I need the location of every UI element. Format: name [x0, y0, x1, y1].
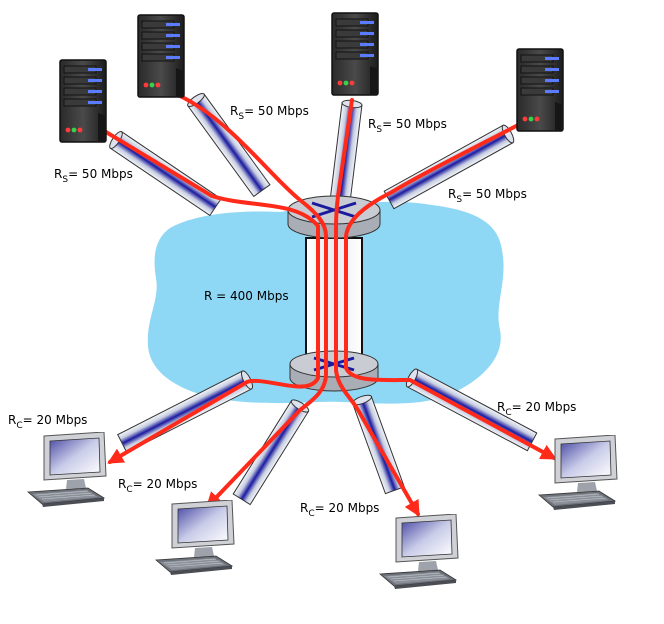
core-link-label: R = 400 Mbps: [204, 289, 289, 303]
client-link-label-1: RC= 20 Mbps: [8, 413, 87, 431]
server-4-icon: [516, 48, 564, 132]
client-pc-3-icon: [379, 514, 459, 590]
server-link-label-4: RS= 50 Mbps: [448, 187, 527, 205]
client-pc-4-icon: [538, 435, 618, 511]
server-link-label-1: RS= 50 Mbps: [54, 167, 133, 185]
server-2-icon: [137, 14, 185, 98]
client-link-label-4: RC= 20 Mbps: [497, 400, 576, 418]
server-1-icon: [59, 59, 107, 143]
client-link-label-3: RC= 20 Mbps: [300, 501, 379, 519]
client-link-label-2: RC= 20 Mbps: [118, 477, 197, 495]
client-pc-1-icon: [27, 432, 107, 508]
server-3-icon: [331, 12, 379, 96]
client-pc-2-icon: [155, 500, 235, 576]
server-link-label-3: RS= 50 Mbps: [368, 117, 447, 135]
data-flows: [104, 94, 557, 517]
server-link-label-2: RS= 50 Mbps: [230, 104, 309, 122]
